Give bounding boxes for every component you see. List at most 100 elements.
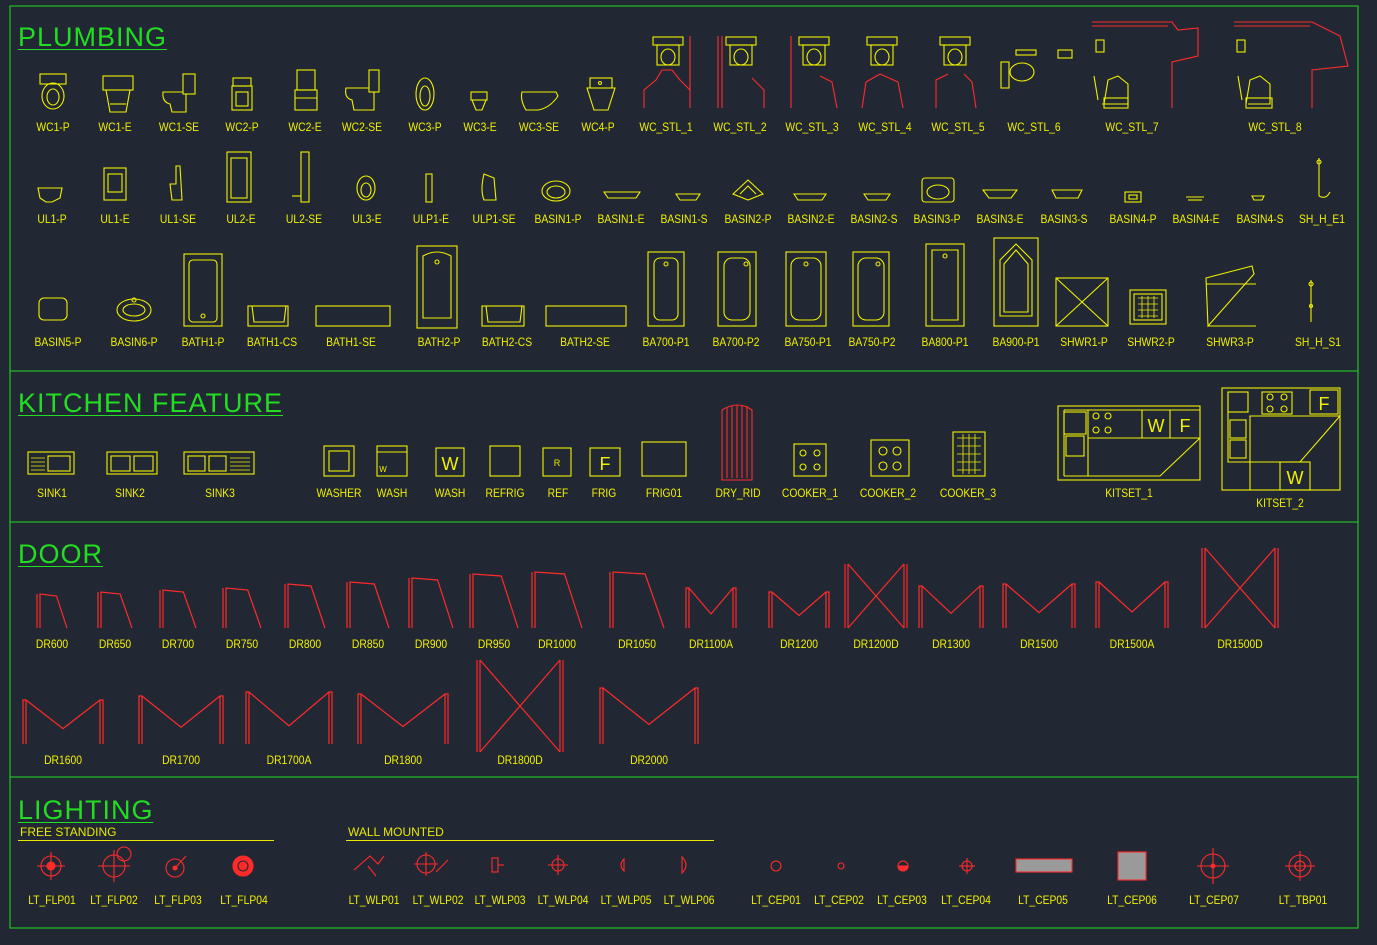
wc2-p-symbol [231,77,253,111]
kitset-2-symbol [1221,387,1341,491]
ref-symbol [542,447,572,477]
basin1-e-symbol [602,191,642,199]
ul1-e-symbol [103,167,127,201]
wc-stl-6-symbol [1000,49,1073,89]
sink1-symbol [27,451,75,475]
wc3-e-symbol [470,91,488,111]
wc3-p-symbol [415,77,435,111]
plumbing-row2-label-5: UL3-E [352,212,382,226]
bath1-cs-symbol [247,305,289,327]
dr650-door-symbol [97,591,133,629]
lt-cep02-symbol [837,862,845,870]
plumbing-row3-label-10: BA750-P1 [784,335,832,349]
dr850-door-symbol [346,581,390,629]
plumbing-row2-label-18: BASIN4-E [1172,212,1220,226]
subhead-wall-mounted: WALL MOUNTED [348,825,444,839]
lighting-label-13: LT_CEP04 [941,893,991,907]
lighting-label-9: LT_WLP06 [663,893,715,907]
kitchen-label-9: FRIG01 [645,486,683,500]
plumbing-row3-label-5: BATH2-P [417,335,461,349]
plumbing-row3-label-12: BA800-P1 [921,335,969,349]
door-row2-label-5: DR2000 [630,753,668,767]
plumbing-row3-label-9: BA700-P2 [712,335,760,349]
lighting-label-4: LT_WLP01 [348,893,400,907]
kitchen-label-11: COOKER_1 [781,486,839,500]
plumbing-row2-label-19: BASIN4-S [1236,212,1284,226]
dr1700a-door-symbol [245,691,333,744]
sh-h-s1-symbol [1308,280,1314,322]
dr950-door-symbol [469,573,519,629]
lighting-label-2: LT_FLP03 [154,893,202,907]
ba750-p2-symbol [852,251,890,327]
kitset-2-f-glyph: F [1319,394,1330,414]
ul3-e-symbol [356,175,376,201]
wash-w-glyph: W [379,465,387,474]
sink2-symbol [106,451,158,475]
kitchen-label-0: SINK1 [37,486,67,500]
dr1500d-door-symbol [1201,547,1279,629]
plumbing-row3-label-4: BATH1-SE [326,335,376,349]
basin3-s-symbol [1051,189,1083,199]
plumbing-row3-label-13: BA900-P1 [992,335,1040,349]
kitset-2-w-glyph: W [1287,468,1304,488]
kitchen-label-5: WASH [434,486,466,500]
basin2-e-symbol [792,193,828,201]
lt-wlp01-symbol [353,855,385,877]
plumbing-row2-label-10: BASIN1-S [660,212,708,226]
plumbing-row2-label-3: UL2-E [226,212,256,226]
washer-symbol [323,445,355,477]
door-row1-label-1: DR650 [98,637,132,651]
plumbing-row2-label-16: BASIN3-S [1040,212,1088,226]
cooker-1-symbol [793,443,827,477]
ulp1-se-symbol [481,173,497,201]
kitset-1-w-glyph: W [1148,416,1165,436]
lt-wlp06-symbol [681,855,687,875]
basin6-p-symbol [116,297,152,322]
section-title-kitchen: KITCHEN FEATURE [18,388,284,418]
door-row2-label-1: DR1700 [162,753,200,767]
wc3-se-symbol [520,91,559,111]
door-row1-label-3: DR750 [225,637,259,651]
wc1-se-symbol [162,73,196,113]
kitchen-label-15: KITSET_2 [1256,496,1304,510]
door-row1-label-10: DR1100A [689,637,733,651]
dr1700-door-symbol [138,695,224,744]
dr1200-door-symbol [768,591,830,628]
ba700-p2-symbol [717,251,757,327]
sink3-symbol [183,451,255,475]
door-row1-label-7: DR950 [477,637,511,651]
dr800-door-symbol [284,583,326,629]
basin3-e-symbol [981,189,1019,199]
dr750-door-symbol [222,587,262,629]
kitchen-label-3: WASHER [316,486,362,500]
subhead-wall-mounted-rule [346,840,714,841]
basin3-p-symbol [921,177,955,203]
door-row1-label-16: DR1500D [1217,637,1263,651]
dr1800-door-symbol [357,693,449,744]
subhead-free-standing: FREE STANDING [20,825,117,839]
plumbing-row2-label-15: BASIN3-E [976,212,1024,226]
lt-wlp02-symbol [414,852,449,876]
ul2-se-symbol [292,151,310,203]
plumbing-row3-label-3: BATH1-CS [246,335,298,349]
wc-stl-5-symbol [935,36,977,109]
plumbing-row2-label-14: BASIN3-P [913,212,961,226]
wc2-e-symbol [294,69,318,111]
plumbing-row1-label-4: WC2-E [288,120,322,134]
ba900-p1-symbol [993,237,1039,327]
kitchen-label-13: COOKER_3 [939,486,997,500]
bath2-se-symbol [545,305,627,327]
lighting-label-10: LT_CEP01 [751,893,801,907]
plumbing-row3-label-0: BASIN5-P [34,335,82,349]
dr2000-door-symbol [599,687,699,744]
plumbing-row1-label-16: WC_STL_7 [1105,120,1159,134]
door-row2-label-2: DR1700A [266,753,312,767]
frig-symbol [589,447,621,477]
kitset-1-f-glyph: F [1180,416,1191,436]
lt-cep01-symbol [770,860,782,872]
lt-wlp03-symbol [491,857,504,873]
basin1-s-symbol [674,193,702,201]
wc-stl-2-symbol [717,36,765,108]
section-title-door: DOOR [18,539,103,569]
